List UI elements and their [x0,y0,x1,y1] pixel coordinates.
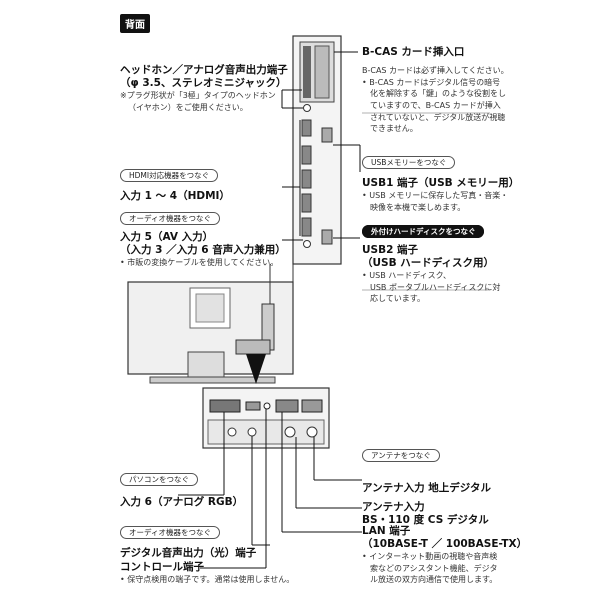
usb2-pill: 外付けハードディスクをつなぐ [362,225,485,238]
pc-block: パソコンをつなぐ 入力 6（アナログ RGB） [120,467,243,509]
lan-line-2: 索などのアシスタント機能、デジタ [370,563,498,573]
antenna-bs-2: BS・110 度 CS デジタル [362,514,489,527]
control-title: コントロール端子 [120,561,204,573]
usb1-pill: USBメモリーをつなぐ [362,156,456,169]
lan-block: LAN 端子 （10BASE-T ／ 100BASE-TX） インターネット動画… [362,525,527,586]
lan-title-2: （10BASE-T ／ 100BASE-TX） [362,538,528,551]
optical-title: デジタル音声出力（光）端子 [120,547,257,559]
lan-line-3: ル放送の双方向通信で使用します。 [370,575,498,585]
bcas-line-4: されていないと、デジタル放送が視聴 [370,112,506,122]
bcas-title: B-CAS カード挿入口 [362,46,465,58]
tv-rear-body [127,264,294,384]
headphone-note-2: （イヤホン）をご使用ください。 [128,102,248,112]
headphone-note-1: ※プラグ形状が「3極」タイプのヘッドホン [120,91,276,101]
bcas-line-2: 化を解除する「鍵」のような役割をし [370,89,506,99]
hdmi-pill: HDMI対応機器をつなぐ [120,169,219,182]
headphone-title-2: （φ 3.5、ステレオミニジャック） [120,77,287,90]
hdmi-title: 入力 1 ～ 4（HDMI） [120,190,230,202]
usb2-line-3: 応しています。 [370,294,425,304]
pc-title: 入力 6（アナログ RGB） [120,496,244,508]
av-block: オーディオ機器をつなぐ 入力 5（AV 入力） （入力 3 ／入力 6 音声入力… [120,206,286,269]
usb2-block: 外付けハードディスクをつなぐ USB2 端子 （USB ハードディスク用） US… [362,219,500,305]
av-note: 市販の変換ケーブルを使用してください。 [120,257,286,269]
pc-pill: パソコンをつなぐ [120,473,198,486]
bcas-block: B-CAS カード挿入口 B-CAS カードは必ず挿入してください。 B-CAS… [362,46,509,135]
control-note: 保守点検用の端子です。通常は使用しません。 [120,574,294,586]
bcas-lead: B-CAS カードは必ず挿入してください。 [362,66,509,76]
antenna-bs-1: アンテナ入力 [362,501,425,514]
bcas-line-1: B-CAS カードはデジタル信号の暗号 [362,77,509,89]
antenna-terrestrial: アンテナ入力 地上デジタル [362,482,492,494]
headphone-title-1: ヘッドホン／アナログ音声出力端子 [120,64,288,76]
control-block: コントロール端子 保守点検用の端子です。通常は使用しません。 [120,561,294,586]
section-label: 背面 [120,14,150,33]
usb2-title-1: USB2 端子 [362,244,419,256]
bcas-line-5: できません。 [370,124,418,134]
usb1-line-2: 映像を本機で楽しめます。 [370,202,466,212]
av-title-2: （入力 3 ／入力 6 音声入力兼用） [120,244,286,257]
hdmi-block: HDMI対応機器をつなぐ 入力 1 ～ 4（HDMI） [120,163,230,203]
av-title-1: 入力 5（AV 入力） [120,231,214,243]
bcas-line-3: ていますので、B-CAS カードが挿入 [370,100,501,110]
side-terminal-panel [292,35,342,265]
headphone-block: ヘッドホン／アナログ音声出力端子 （φ 3.5、ステレオミニジャック） ※プラグ… [120,64,288,113]
av-pill: オーディオ機器をつなぐ [120,212,220,225]
optical-pill: オーディオ機器をつなぐ [120,526,220,539]
usb2-line-2: USB ポータブルハードディスクに対 [370,282,501,292]
antenna-block: アンテナをつなぐ アンテナ入力 地上デジタル アンテナ入力 BS・110 度 C… [362,443,491,527]
antenna-pill: アンテナをつなぐ [362,449,440,462]
usb2-title-2: （USB ハードディスク用） [362,257,495,270]
usb2-line-1: USB ハードディスク、 [362,270,500,282]
usb1-title: USB1 端子（USB メモリー用） [362,177,520,189]
lan-line-1: インターネット動画の視聴や音声検 [362,551,527,563]
usb1-block: USBメモリーをつなぐ USB1 端子（USB メモリー用） USB メモリーに… [362,150,519,213]
optical-block: オーディオ機器をつなぐ デジタル音声出力（光）端子 [120,520,256,560]
lan-title-1: LAN 端子 [362,525,411,537]
usb1-line-1: USB メモリーに保存した写真・音楽・ [362,190,519,202]
